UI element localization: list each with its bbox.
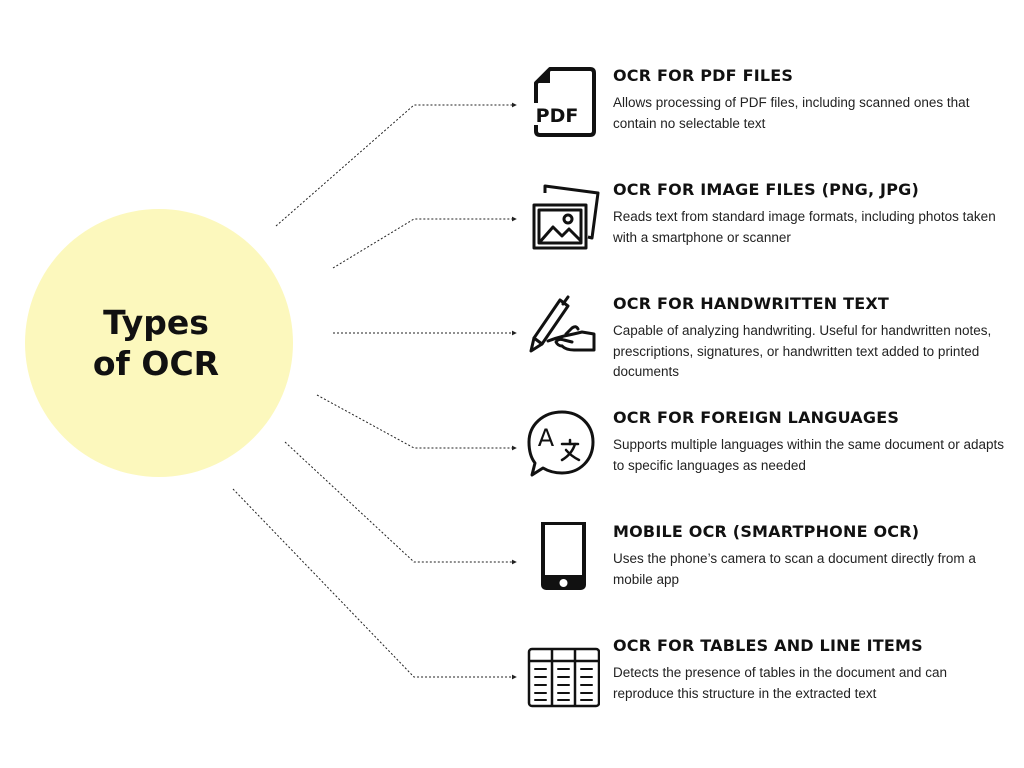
item-description: Reads text from standard image formats, … [613,209,996,245]
hub-circle: Types of OCR [25,209,293,477]
ocr-type-pdf: PDF OCR FOR PDF FILES Allows processing … [526,66,1024,176]
ocr-type-image: OCR FOR IMAGE FILES (PNG, JPG) Reads tex… [526,180,1024,290]
hub-title: Types of OCR [92,303,220,383]
item-title: OCR FOR PDF FILES [613,66,794,85]
ocr-type-tables: OCR FOR TABLES AND LINE ITEMS Detects th… [526,636,1024,746]
ocr-type-foreign: A OCR FOR FOREIGN LANGUAGES Supports mul… [526,408,1024,518]
item-description: Supports multiple languages within the s… [613,437,1004,473]
connector-image [332,216,517,269]
item-description: Allows processing of PDF files, includin… [613,95,970,131]
table-grid-icon [526,636,600,710]
connector-pdf [275,102,517,227]
item-description: Uses the phone’s camera to scan a docume… [613,551,976,587]
pdf-icon-label: PDF [536,105,579,127]
ocr-type-mobile: MOBILE OCR (SMARTPHONE OCR) Uses the pho… [526,522,1024,632]
item-title: OCR FOR TABLES AND LINE ITEMS [613,636,923,655]
connector-foreign [316,394,517,451]
item-title: MOBILE OCR (SMARTPHONE OCR) [613,522,920,541]
item-title: OCR FOR FOREIGN LANGUAGES [613,408,900,427]
image-files-icon [526,180,600,254]
ocr-type-handwritten: OCR FOR HANDWRITTEN TEXT Capable of anal… [526,294,1024,404]
item-title: OCR FOR HANDWRITTEN TEXT [613,294,890,313]
handwriting-pen-icon [526,294,600,368]
item-description: Detects the presence of tables in the do… [613,665,947,701]
connector-tables [232,488,517,680]
connector-mobile [284,441,517,565]
item-description: Capable of analyzing handwriting. Useful… [613,323,992,379]
item-title: OCR FOR IMAGE FILES (PNG, JPG) [613,180,919,199]
translate-bubble-icon: A [526,408,600,482]
smartphone-icon [526,522,600,596]
svg-text:A: A [538,424,555,452]
pdf-file-icon: PDF [526,66,600,140]
